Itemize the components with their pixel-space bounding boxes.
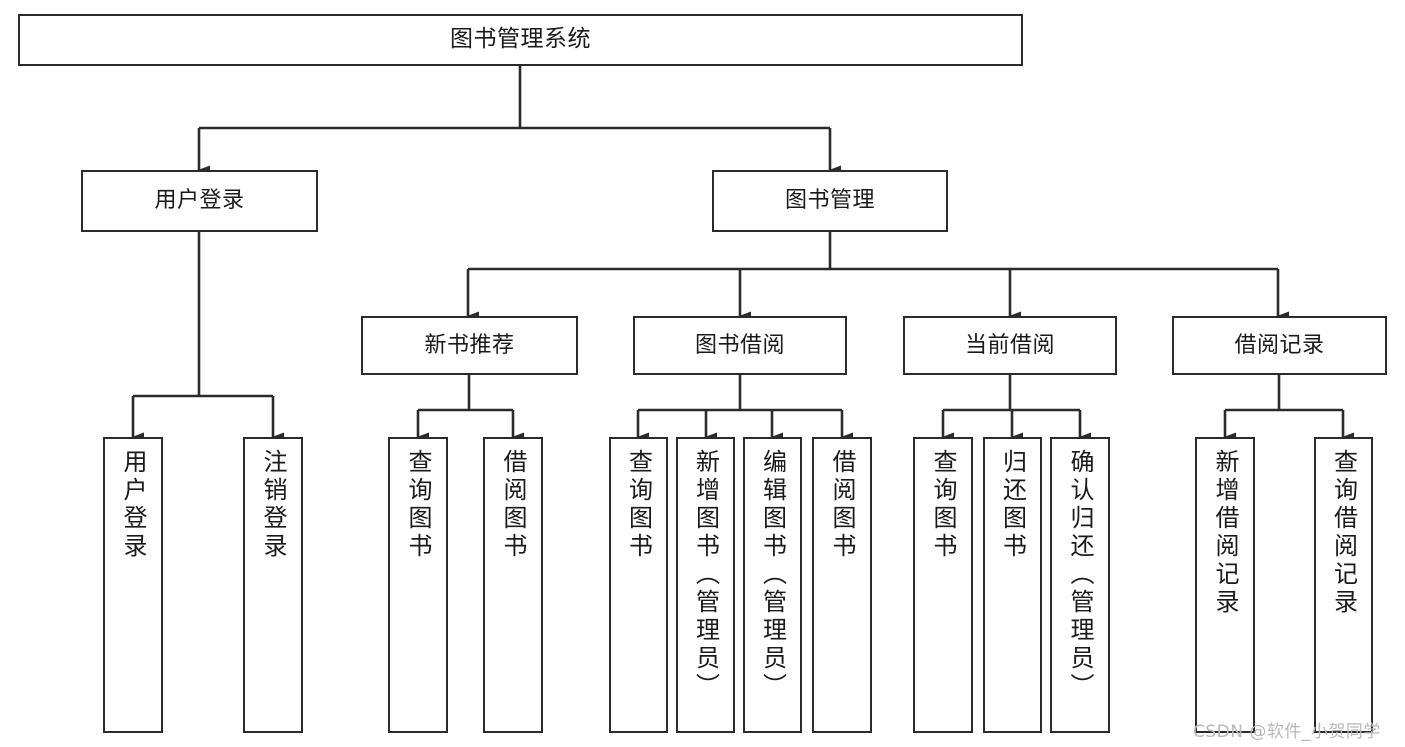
leaf-query-book-3-label: 查询图书	[929, 449, 957, 561]
node-new-book-rec-label: 新书推荐	[424, 332, 515, 358]
node-borrow-record-label: 借阅记录	[1234, 332, 1325, 358]
connector-lines	[131, 66, 1354, 442]
leaf-borrow-book-2: 借阅图书	[812, 437, 872, 733]
leaf-query-book-1-label: 查询图书	[404, 449, 432, 561]
leaf-user-login: 用户登录	[103, 437, 163, 733]
leaf-add-book-admin-label: 新增图书（管理员）	[691, 449, 720, 701]
node-borrow-record: 借阅记录	[1172, 316, 1387, 375]
leaf-user-logout-label: 注销登录	[259, 449, 287, 561]
leaf-return-book: 归还图书	[983, 437, 1042, 733]
leaf-edit-book-admin-label: 编辑图书（管理员）	[758, 449, 787, 701]
leaf-confirm-return-label: 确认归还（管理员）	[1066, 449, 1094, 701]
leaf-query-book-2-label: 查询图书	[624, 449, 653, 561]
leaf-borrow-book-1: 借阅图书	[483, 437, 543, 733]
node-book-borrow-label: 图书借阅	[694, 332, 785, 358]
leaf-add-book-admin: 新增图书（管理员）	[676, 437, 735, 733]
leaf-user-login-label: 用户登录	[119, 449, 147, 561]
node-user-login-label: 用户登录	[154, 188, 245, 214]
node-book-manage: 图书管理	[712, 170, 948, 232]
leaf-edit-book-admin: 编辑图书（管理员）	[743, 437, 802, 733]
leaf-user-logout: 注销登录	[243, 437, 303, 733]
leaf-query-borrow-rec: 查询借阅记录	[1314, 437, 1373, 733]
leaf-add-borrow-rec: 新增借阅记录	[1195, 437, 1255, 733]
node-book-borrow: 图书借阅	[633, 316, 847, 375]
node-root-label: 图书管理系统	[450, 26, 591, 53]
node-user-login: 用户登录	[81, 170, 318, 232]
node-root: 图书管理系统	[18, 14, 1023, 66]
leaf-query-book-3: 查询图书	[913, 437, 973, 733]
leaf-borrow-book-1-label: 借阅图书	[499, 449, 527, 561]
leaf-return-book-label: 归还图书	[998, 449, 1027, 561]
leaf-add-borrow-rec-label: 新增借阅记录	[1211, 449, 1239, 617]
leaf-query-borrow-rec-label: 查询借阅记录	[1329, 449, 1358, 617]
csdn-watermark: CSDN @软件_小贺同学	[1193, 722, 1381, 742]
leaf-borrow-book-2-label: 借阅图书	[828, 449, 856, 561]
leaf-query-book-1: 查询图书	[388, 437, 448, 733]
node-new-book-rec: 新书推荐	[361, 316, 578, 375]
node-current-borrow: 当前借阅	[903, 316, 1117, 375]
leaf-confirm-return: 确认归还（管理员）	[1050, 437, 1110, 733]
node-current-borrow-label: 当前借阅	[964, 332, 1055, 358]
node-book-manage-label: 图书管理	[784, 188, 875, 214]
leaf-query-book-2: 查询图书	[609, 437, 668, 733]
